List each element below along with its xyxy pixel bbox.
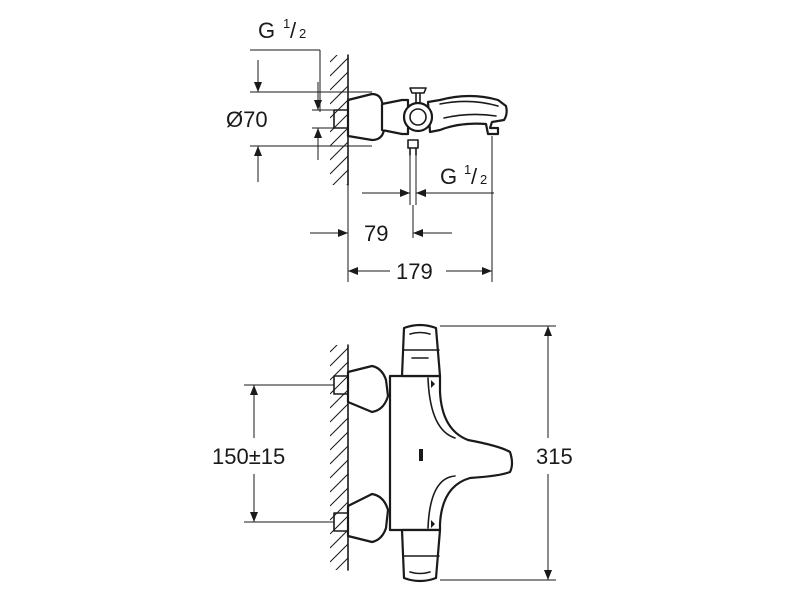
diverter-knob <box>402 101 434 133</box>
inlet-spacing-label: 150±15 <box>212 444 285 469</box>
thread-label-outlet: G <box>440 164 457 189</box>
thread-label-top: G <box>258 18 275 43</box>
depth-outlet-label: 79 <box>364 221 388 246</box>
dimensions-top <box>250 49 494 282</box>
total-width-label: 315 <box>536 444 573 469</box>
thread-label-top-num: 1 <box>283 16 290 31</box>
thread-label-outlet-den: 2 <box>480 172 487 187</box>
mixer-body-top <box>380 98 410 136</box>
handle-marker-bottom <box>431 520 435 528</box>
front-view <box>330 323 514 583</box>
wall-top <box>330 54 349 186</box>
handle-marker-top <box>431 380 435 388</box>
outlet-connector <box>407 139 419 149</box>
indicator-mark <box>419 449 423 461</box>
thread-label-outlet-num: 1 <box>464 162 471 177</box>
thread-label-top-slash: / <box>290 18 297 43</box>
thread-label-top-den: 2 <box>299 26 306 41</box>
union-lower <box>346 492 390 544</box>
union-upper <box>346 364 390 414</box>
side-view <box>330 54 508 186</box>
mixer-body-front <box>388 374 514 532</box>
thread-label-outlet-slash: / <box>471 164 478 189</box>
wall-bottom <box>330 344 349 571</box>
diameter-label: Ø70 <box>226 107 268 132</box>
union-rosette-top <box>346 92 386 142</box>
dimensions-bottom <box>244 325 556 581</box>
depth-total-label: 179 <box>396 259 433 284</box>
